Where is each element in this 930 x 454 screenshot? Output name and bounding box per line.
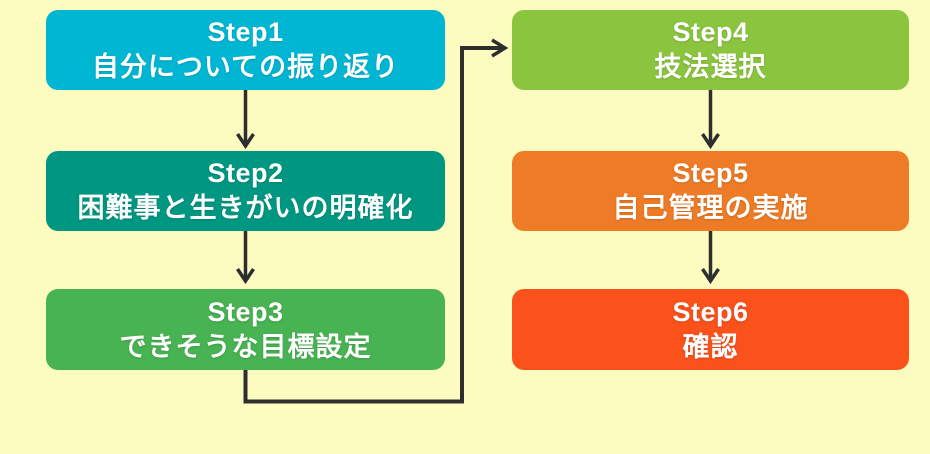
step6-subtitle: 確認: [682, 331, 739, 362]
step4-box: Step4 技法選択: [512, 10, 909, 90]
step3-subtitle: できそうな目標設定: [119, 331, 372, 362]
step3-box: Step3 できそうな目標設定: [46, 289, 445, 370]
step3-title: Step3: [207, 296, 284, 327]
step2-title: Step2: [207, 158, 284, 188]
step2-box: Step2 困難事と生きがいの明確化: [46, 151, 445, 231]
step1-title: Step1: [207, 17, 284, 47]
arrow-step5-to-step6-icon: [701, 231, 720, 285]
step5-title: Step5: [672, 158, 749, 188]
arrow-step1-to-step2-icon: [236, 90, 255, 150]
step1-subtitle: 自分についての振り返り: [91, 52, 400, 82]
step5-subtitle: 自己管理の実施: [612, 193, 809, 223]
arrow-step4-to-step5-icon: [701, 90, 720, 150]
step4-title: Step4: [672, 17, 749, 47]
step4-subtitle: 技法選択: [654, 52, 767, 82]
step5-box: Step5 自己管理の実施: [512, 151, 909, 231]
step1-box: Step1 自分についての振り返り: [46, 10, 445, 90]
step6-title: Step6: [672, 296, 749, 327]
step6-box: Step6 確認: [512, 289, 909, 370]
step2-subtitle: 困難事と生きがいの明確化: [77, 193, 414, 223]
arrow-step2-to-step3-icon: [236, 231, 255, 285]
